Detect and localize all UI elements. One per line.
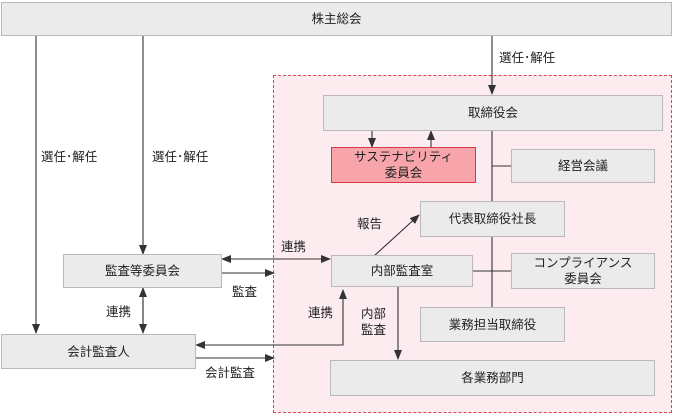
audit-committee-box: 監査等委員会 xyxy=(63,254,222,288)
label-accounting-audit: 会計監査 xyxy=(205,365,256,380)
label-report: 報告 xyxy=(357,216,383,231)
sustainability-committee-box: サステナビリティ 委員会 xyxy=(331,147,476,183)
compliance-committee-box: コンプライアンス 委員会 xyxy=(511,253,655,289)
label-audit: 監査 xyxy=(232,284,258,299)
shareholders-meeting-box: 株主総会 xyxy=(1,2,672,36)
label-internal-audit: 内部 監査 xyxy=(361,306,387,337)
board-box: 取締役会 xyxy=(323,95,663,131)
arrow-internal-audit-to-president xyxy=(373,214,420,257)
label-cooperation-internal-accounting: 連携 xyxy=(308,305,334,320)
accounting-auditor-box: 会計監査人 xyxy=(1,334,196,369)
executive-director-box: 業務担当取締役 xyxy=(420,307,565,342)
label-elect-dismiss-audit-committee: 選任･解任 xyxy=(152,149,209,164)
management-meeting-box: 経営会議 xyxy=(511,149,655,183)
label-cooperation-audit-internal: 連携 xyxy=(281,239,307,254)
internal-audit-office-box: 内部監査室 xyxy=(331,255,473,287)
governance-region xyxy=(273,75,672,413)
label-elect-dismiss-accounting-auditor: 選任･解任 xyxy=(41,149,98,164)
label-cooperation-audit-accounting: 連携 xyxy=(106,304,132,319)
label-elect-dismiss-board: 選任･解任 xyxy=(499,50,556,65)
business-departments-box: 各業務部門 xyxy=(330,360,655,396)
president-box: 代表取締役社長 xyxy=(420,201,565,237)
